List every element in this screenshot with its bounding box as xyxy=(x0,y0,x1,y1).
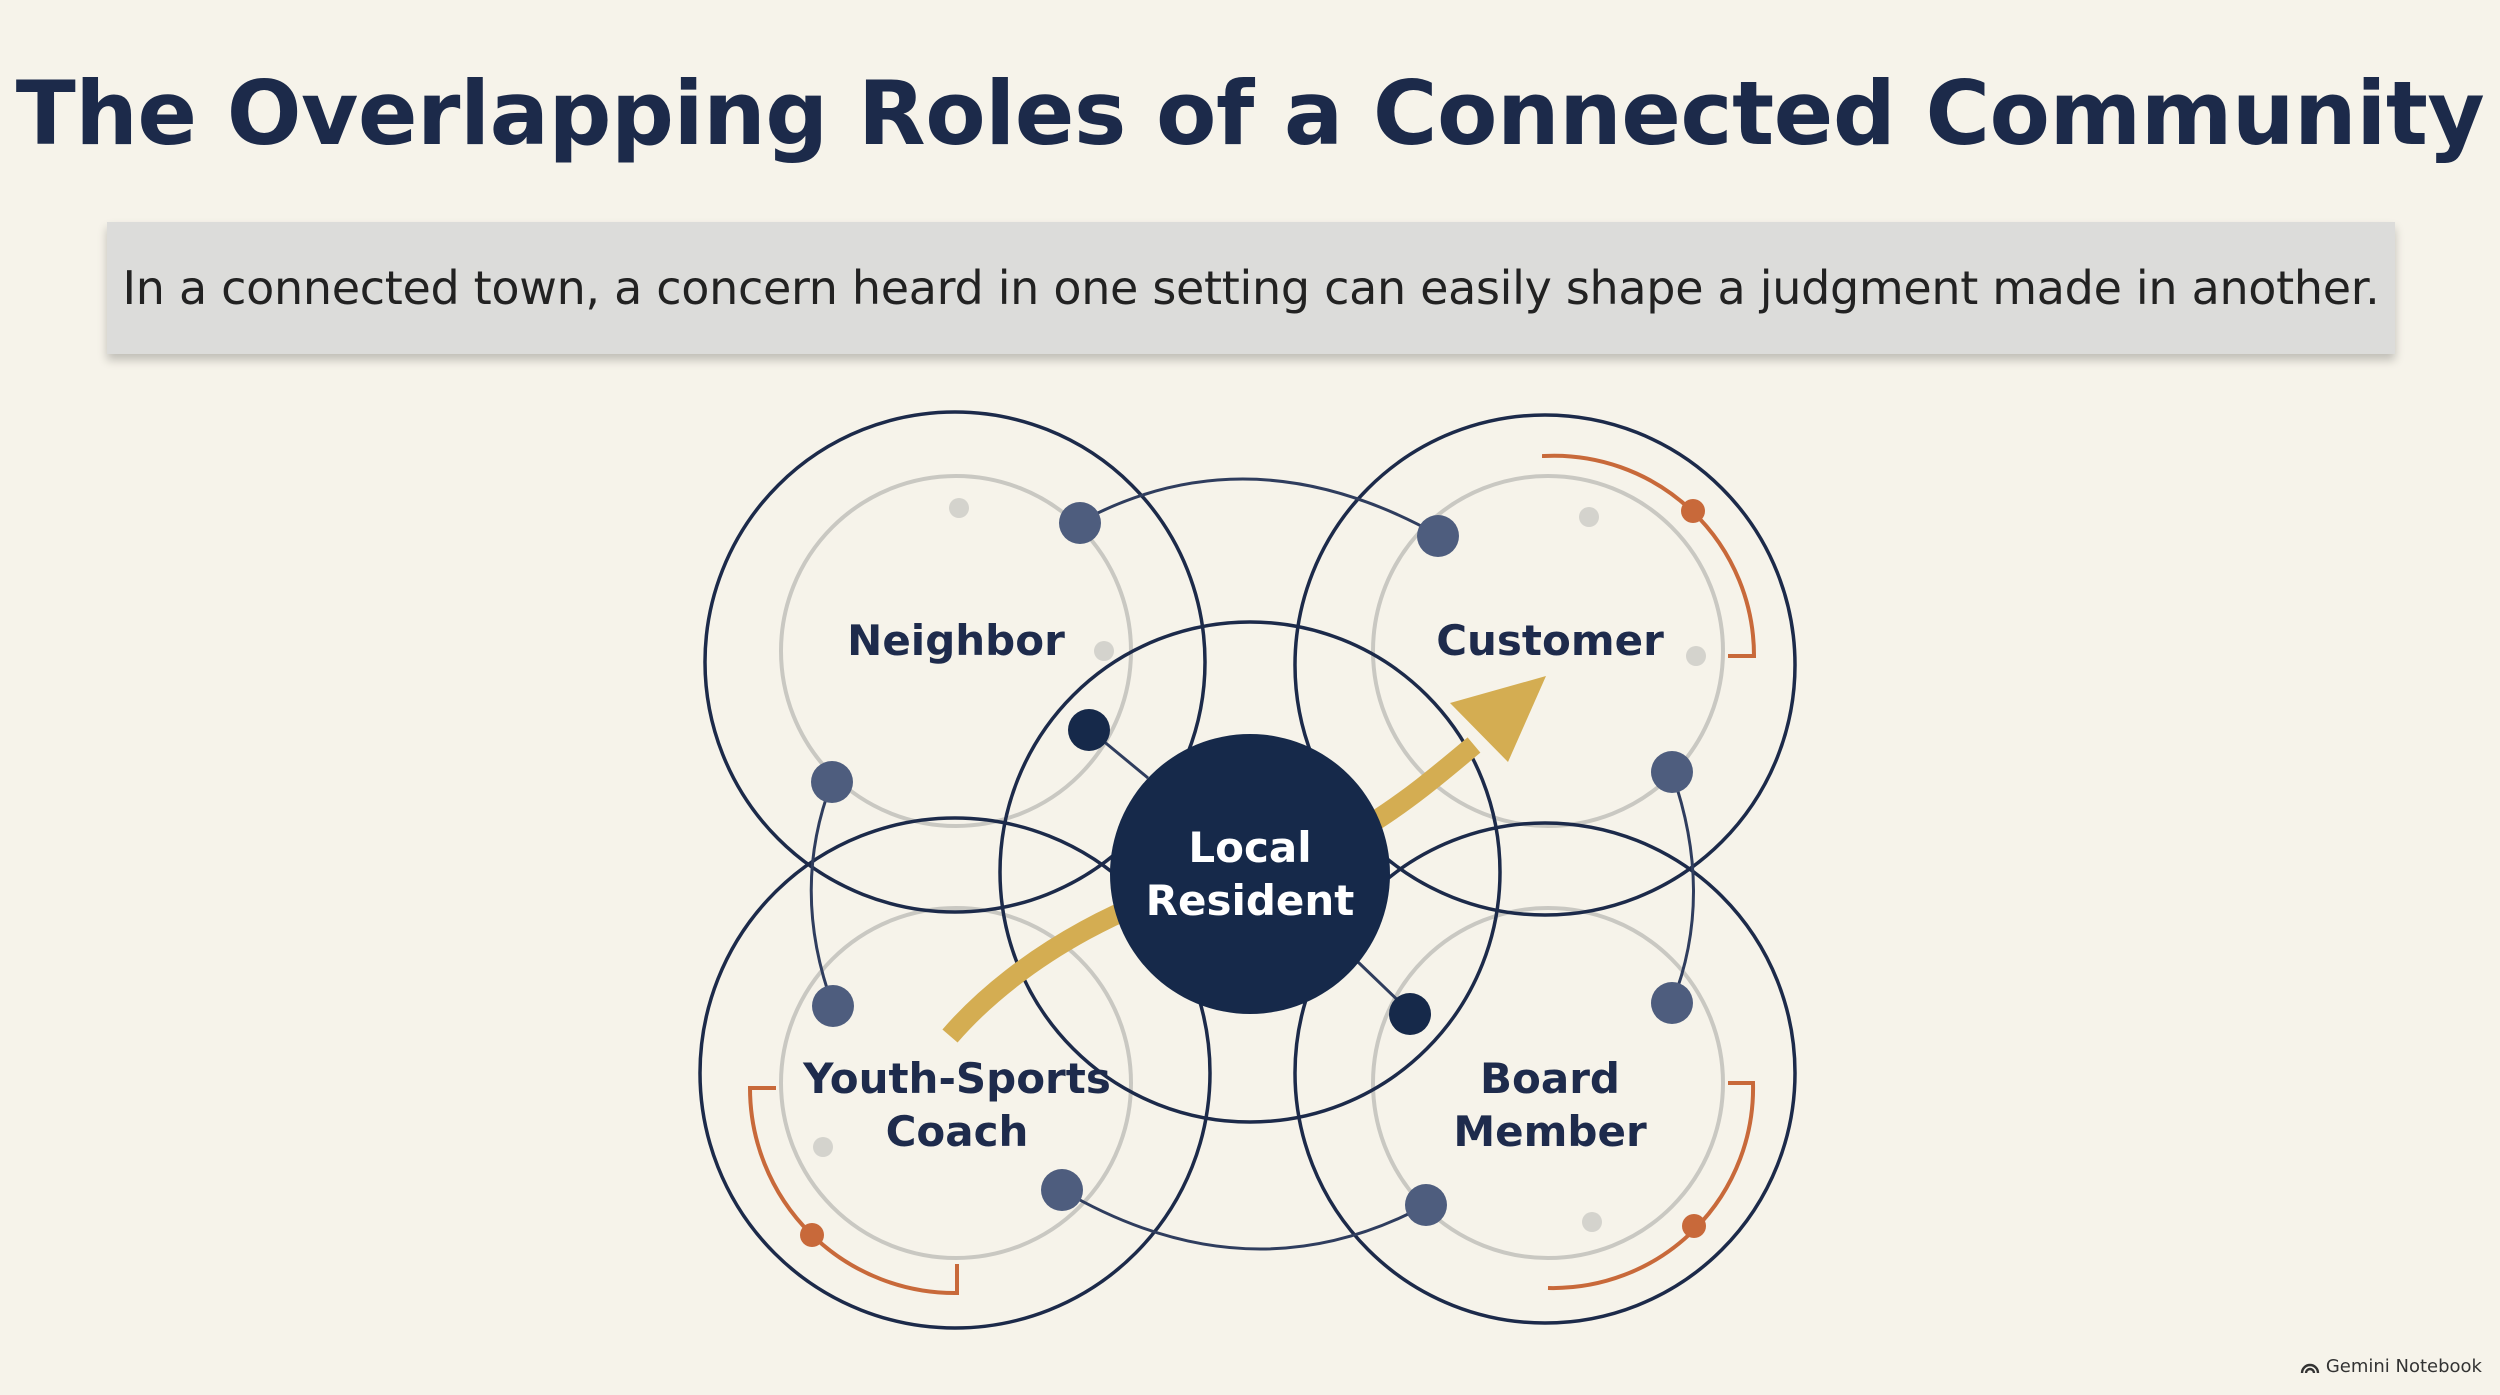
accent-dot xyxy=(1681,499,1705,523)
customer-circle xyxy=(1293,413,1797,917)
inner-rings xyxy=(779,474,1725,1260)
customer-label: Customer xyxy=(1436,616,1664,665)
light-dot xyxy=(1686,646,1706,666)
center-ring xyxy=(998,620,1502,1124)
customer-inner-ring xyxy=(1371,474,1725,828)
accent-dots xyxy=(800,499,1706,1247)
footer-brand-text: Gemini Notebook xyxy=(2325,1356,2482,1377)
spoke-node xyxy=(1068,709,1110,751)
bottom-connector xyxy=(1061,1188,1427,1251)
board-label-line1: Board xyxy=(1480,1054,1620,1103)
accent-dot xyxy=(800,1223,824,1247)
neighbor-circle xyxy=(703,410,1207,914)
arrow-head xyxy=(1450,676,1546,762)
connection-nodes xyxy=(811,502,1693,1226)
page-title: The Overlapping Roles of a Connected Com… xyxy=(15,62,2485,165)
light-dot xyxy=(1582,1212,1602,1232)
connection-node xyxy=(1651,751,1693,793)
top-connector xyxy=(1079,477,1439,537)
coach-label-line2: Coach xyxy=(886,1107,1029,1156)
light-dot xyxy=(949,498,969,518)
spoke-nodes xyxy=(1068,709,1431,1035)
accent-dot xyxy=(1682,1214,1706,1238)
center-label-line2: Resident xyxy=(1146,876,1355,925)
light-dot xyxy=(1579,507,1599,527)
connection-node xyxy=(1651,982,1693,1024)
board-label-line2: Member xyxy=(1453,1107,1647,1156)
banner-text: In a connected town, a concern heard in … xyxy=(122,261,2380,315)
right-connector xyxy=(1670,772,1695,1004)
light-dot xyxy=(813,1137,833,1157)
coach-inner-ring xyxy=(779,906,1133,1260)
notebook-icon xyxy=(2300,1360,2320,1374)
light-dots xyxy=(813,498,1706,1232)
connector-arcs xyxy=(809,477,1695,1251)
connection-node xyxy=(1405,1184,1447,1226)
board-circle xyxy=(1293,821,1797,1325)
neighbor-label: Neighbor xyxy=(847,616,1065,665)
coach-label-line1: Youth-Sports xyxy=(802,1054,1111,1103)
connection-node xyxy=(812,985,854,1027)
footer-brand: Gemini Notebook xyxy=(2300,1356,2482,1377)
light-dot xyxy=(1094,641,1114,661)
center-label-line1: Local xyxy=(1188,823,1311,872)
spoke-node xyxy=(1389,993,1431,1035)
left-connector xyxy=(809,781,835,1007)
connection-node xyxy=(1059,502,1101,544)
connection-node xyxy=(811,761,853,803)
role-circles xyxy=(698,410,1797,1330)
summary-banner: In a connected town, a concern heard in … xyxy=(107,222,2395,354)
connection-node xyxy=(1041,1169,1083,1211)
board-inner-ring xyxy=(1371,906,1725,1260)
center-node xyxy=(1110,734,1390,1014)
coach-circle xyxy=(698,816,1212,1330)
connection-node xyxy=(1417,515,1459,557)
